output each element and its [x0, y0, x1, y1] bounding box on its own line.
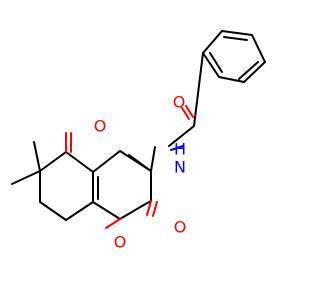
- atom-labels: O O N H O O: [94, 93, 187, 252]
- ketone-oxygen-label: O: [94, 117, 107, 136]
- amide-oxygen-label: O: [173, 93, 186, 112]
- lactone-oxygen-label: O: [174, 218, 187, 237]
- amide-group: [168, 52, 204, 151]
- amide-hydrogen-label: H: [174, 140, 186, 159]
- amide-nitrogen-label: N: [174, 158, 186, 177]
- molecule-structure: O O N H O O: [11, 30, 266, 252]
- chromenone-core: [11, 132, 158, 229]
- ring-oxygen-label: O: [114, 233, 127, 252]
- benzene-ring: [202, 30, 266, 83]
